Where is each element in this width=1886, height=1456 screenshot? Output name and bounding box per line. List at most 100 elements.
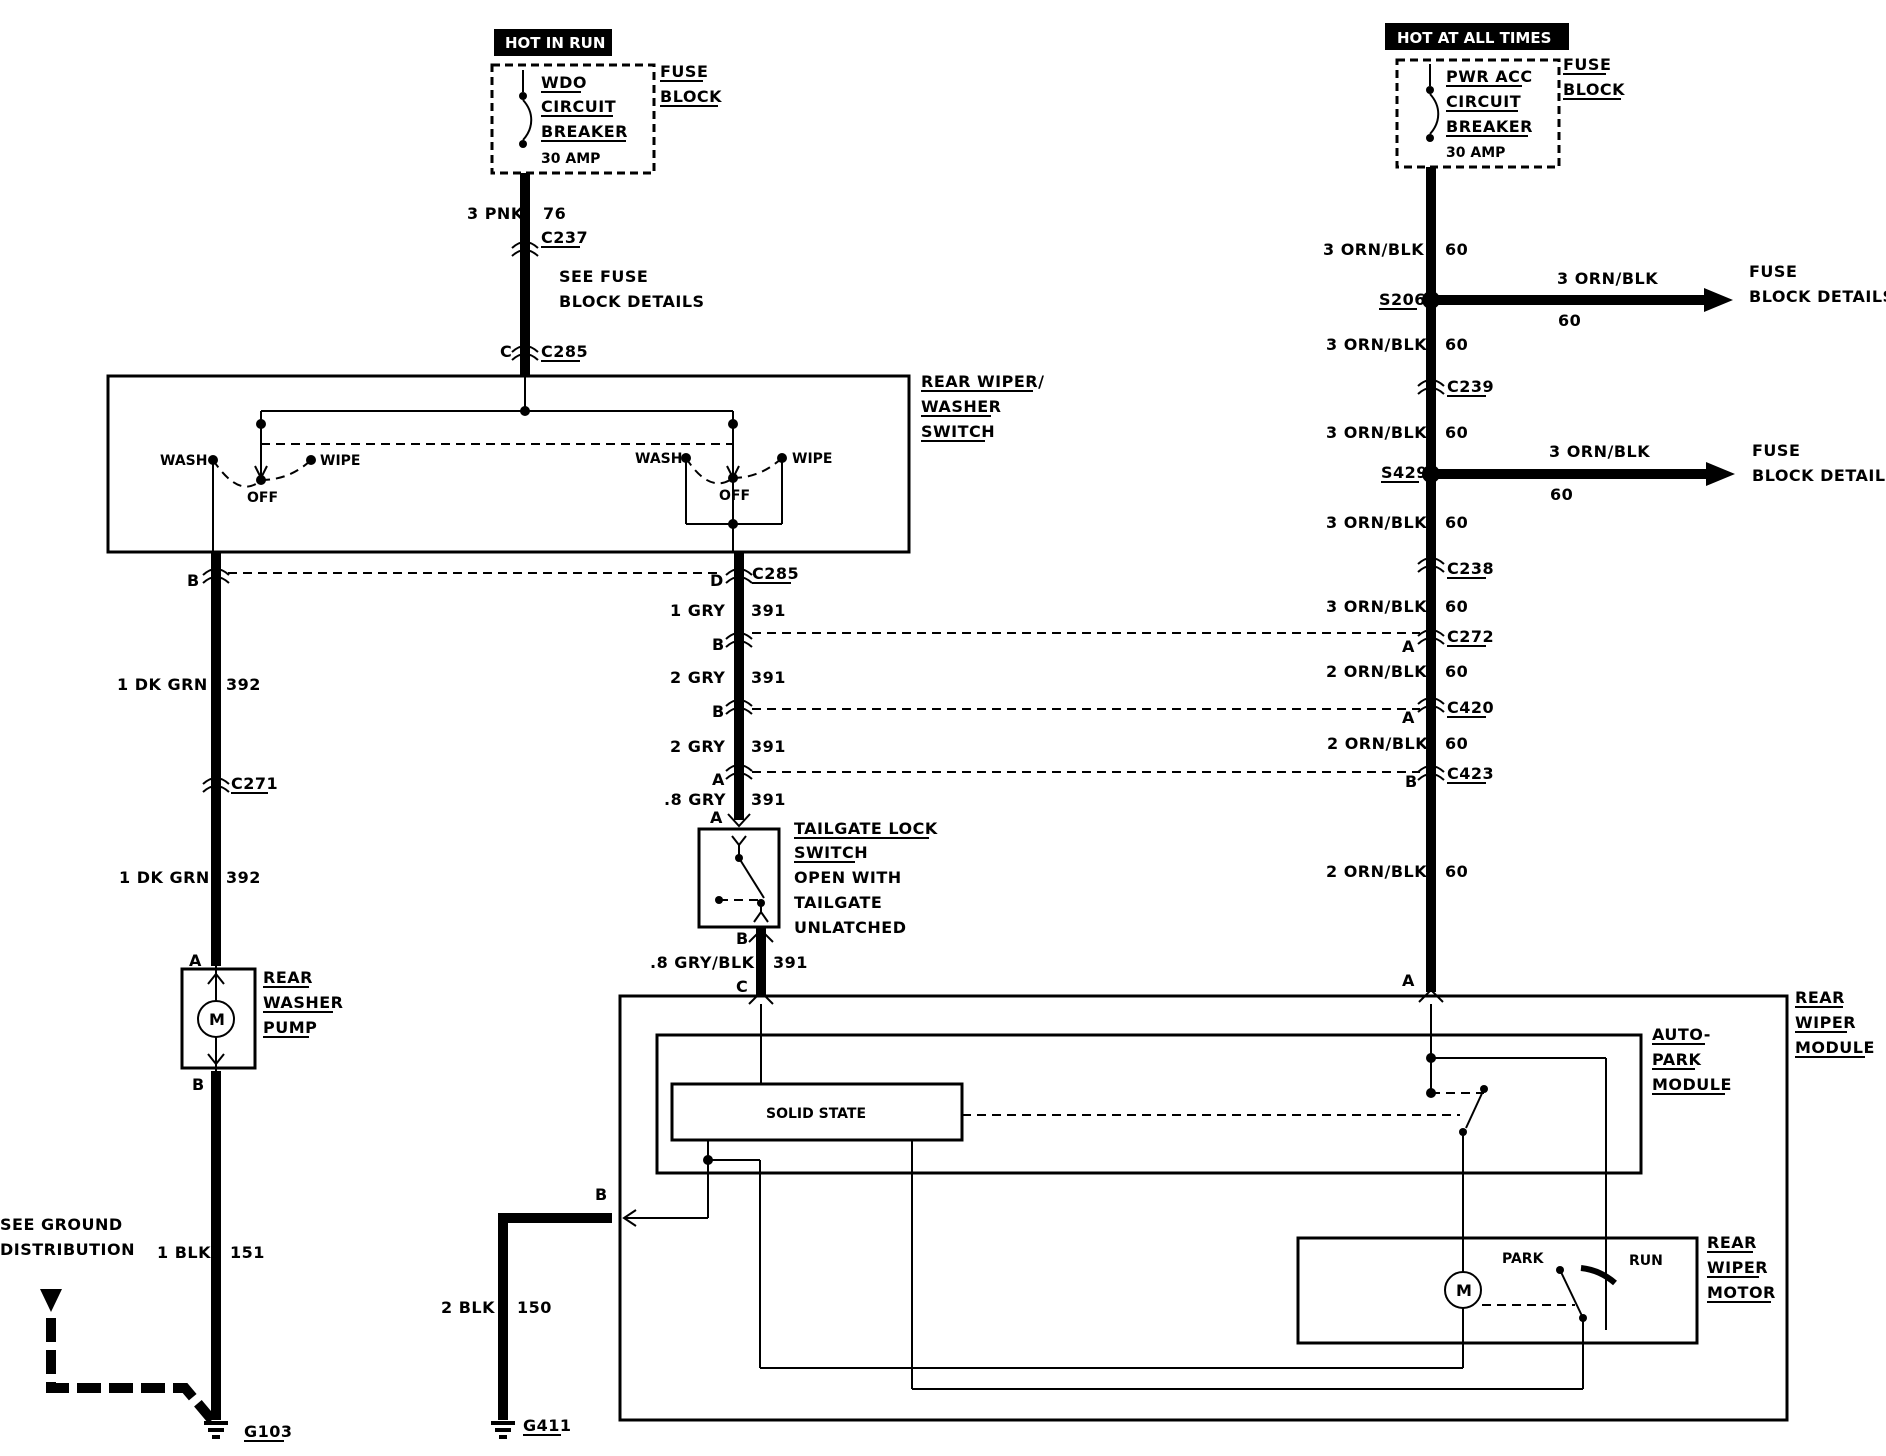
orn-label-6: 2 ORN/BLK <box>1326 662 1427 681</box>
blk2-number: 150 <box>517 1298 552 1317</box>
orn-number-3: 60 <box>1445 423 1468 442</box>
pump-motor-letter: M <box>209 1010 225 1029</box>
wiper-motor-line1: REAR <box>1707 1233 1757 1252</box>
wiper-motor-letter: M <box>1456 1281 1472 1300</box>
connector-c238: C238 <box>1447 559 1494 578</box>
connector-c420: C420 <box>1447 698 1494 717</box>
gry2-number-2: 391 <box>751 737 786 756</box>
splice-s429: S429 <box>1381 463 1428 482</box>
gry2-label-1: 2 GRY <box>670 668 725 687</box>
orn-label-8: 2 ORN/BLK <box>1326 862 1427 881</box>
gry2-number-1: 391 <box>751 668 786 687</box>
switch-wipe-left: WIPE <box>320 453 360 469</box>
gry1-label: 1 GRY <box>670 601 725 620</box>
orn-number-4: 60 <box>1445 513 1468 532</box>
connector-c285-pin-d-symbol <box>725 568 753 584</box>
rear-wiper-module-box <box>618 994 1789 1422</box>
left-circuit-breaker-symbol <box>519 70 533 148</box>
connector-c239: C239 <box>1447 377 1494 396</box>
pump-title-line3: PUMP <box>263 1018 317 1037</box>
switch-internal-wiring <box>208 376 787 552</box>
orn-label-4: 3 ORN/BLK <box>1326 513 1427 532</box>
right-breaker-line2: CIRCUIT <box>1446 92 1521 111</box>
gry08-number: 391 <box>751 790 786 809</box>
left-fuse-block-outline <box>490 63 656 175</box>
switch-title-line3: SWITCH <box>921 422 995 441</box>
orn-number-7: 60 <box>1445 734 1468 753</box>
connector-c423-right-symbol <box>1417 765 1445 781</box>
orn-number-2: 60 <box>1445 335 1468 354</box>
tailgate-desc-line2: TAILGATE <box>794 893 882 912</box>
pin-c-module: C <box>736 977 748 996</box>
connector-c271-symbol <box>202 777 230 793</box>
blk1-number: 151 <box>230 1243 265 1262</box>
ground-g411-symbol <box>491 1421 515 1439</box>
blk2-label: 2 BLK <box>441 1298 495 1317</box>
orn-number-5: 60 <box>1445 597 1468 616</box>
blk1-label: 1 BLK <box>157 1243 211 1262</box>
rear-wiper-motor-box <box>1296 1236 1699 1345</box>
right-breaker-line1: PWR ACC <box>1446 67 1533 86</box>
tailgate-title-line2: SWITCH <box>794 843 868 862</box>
pin-d-switch: D <box>710 571 724 590</box>
s429-arrow <box>1706 462 1735 486</box>
orn-number-8: 60 <box>1445 862 1468 881</box>
connector-c420-right-symbol <box>1417 697 1445 713</box>
connector-c271: C271 <box>231 774 278 793</box>
pin-a-c423: A <box>712 770 725 789</box>
ground-g103: G103 <box>244 1422 293 1441</box>
switch-title-line1: REAR WIPER/ <box>921 372 1044 391</box>
gry2-label-2: 2 GRY <box>670 737 725 756</box>
s206-branch-number: 60 <box>1558 311 1581 330</box>
dk-grn-number-2: 392 <box>226 868 261 887</box>
rear-washer-pump-box <box>180 967 257 1070</box>
pin-b-c272: B <box>712 635 725 654</box>
see-fuse-block-line1: SEE FUSE <box>559 267 648 286</box>
pin-a-c272: A <box>1402 637 1415 656</box>
connector-c285-top: C285 <box>541 342 588 361</box>
pnk-wire-number: 76 <box>543 204 566 223</box>
orn-label-7: 2 ORN/BLK <box>1327 734 1428 753</box>
grybk-number: 391 <box>773 953 808 972</box>
pump-title-line2: WASHER <box>263 993 343 1012</box>
auto-park-module-box <box>655 1033 1643 1175</box>
orn-number-6: 60 <box>1445 662 1468 681</box>
s206-branch-label: 3 ORN/BLK <box>1557 269 1658 288</box>
hot-in-run-badge: HOT IN RUN <box>494 29 612 56</box>
fuse-details-1-line2: BLOCK DETAILS <box>1749 287 1886 306</box>
pin-b-module-ground: B <box>595 1185 608 1204</box>
left-breaker-line1: WDO <box>541 73 587 92</box>
tailgate-switch-contacts <box>715 835 769 923</box>
pin-b-pump: B <box>192 1075 205 1094</box>
pin-a-tailgate: A <box>710 808 723 827</box>
connector-c272: C272 <box>1447 627 1494 646</box>
connector-c420-left-symbol <box>725 699 753 715</box>
fuse-details-1-line1: FUSE <box>1749 262 1797 281</box>
washer-pump-motor-symbol <box>197 966 235 1071</box>
connector-c423: C423 <box>1447 764 1494 783</box>
wiper-module-line2: WIPER <box>1795 1013 1856 1032</box>
s429-branch-number: 60 <box>1550 485 1573 504</box>
connector-c272-right-symbol <box>1417 629 1445 645</box>
connector-c285-pin-b-symbol <box>202 568 230 584</box>
run-label: RUN <box>1629 1253 1663 1269</box>
wiper-motor-symbol <box>1444 1262 1575 1368</box>
orn-label-3: 3 ORN/BLK <box>1326 423 1427 442</box>
dk-grn-label-2: 1 DK GRN <box>119 868 210 887</box>
pin-c-top: C <box>500 342 512 361</box>
tailgate-lock-switch-box <box>697 827 781 929</box>
dk-grn-number-1: 392 <box>226 675 261 694</box>
wiper-module-internal-wiring <box>622 1004 1607 1390</box>
connector-c238-symbol <box>1417 557 1445 573</box>
park-label: PARK <box>1502 1251 1545 1267</box>
right-circuit-breaker-symbol <box>1426 64 1440 142</box>
fuse-details-2-line2: BLOCK DETAILS <box>1752 466 1886 485</box>
grybk-label: .8 GRY/BLK <box>650 953 755 972</box>
gry1-number: 391 <box>751 601 786 620</box>
rear-wiper-washer-switch-box <box>106 374 911 554</box>
pnk-wire-label: 3 PNK <box>467 204 524 223</box>
wiper-module-line3: MODULE <box>1795 1038 1875 1057</box>
ground-dist-line2: DISTRIBUTION <box>0 1240 135 1259</box>
ground-dist-line1: SEE GROUND <box>0 1215 123 1234</box>
